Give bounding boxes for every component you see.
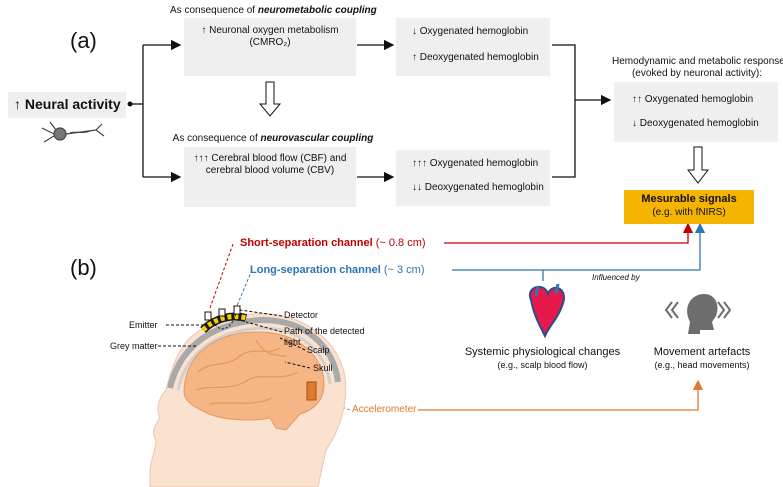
systemic-title: Systemic physiological changes	[464, 346, 621, 358]
neurovascular-line1: ↑↑↑ Cerebral blood flow (CBF) and	[193, 153, 347, 164]
influenced-by-label: Influenced by	[592, 273, 640, 282]
metabolic-result-line1: ↓ Oxygenated hemoglobin	[412, 26, 529, 37]
neurometabolic-box: ↑ Neuronal oxygen metabolism (CMRO₂)	[184, 18, 356, 76]
detector-label: Detector	[284, 310, 319, 320]
short-channel-line	[444, 222, 694, 244]
path-label-1: Path of the detected	[284, 326, 365, 336]
signals-box: Mesurable signals (e.g. with fNIRS)	[624, 190, 754, 224]
movement-title: Movement artefacts	[653, 346, 751, 358]
neural-activity-label: ↑ Neural activity	[14, 96, 121, 112]
head-illustration	[149, 305, 347, 487]
label-leaders	[158, 309, 311, 369]
panel-a-label: (a)	[70, 28, 97, 53]
neurovascular-line2: cerebral blood volume (CBV)	[205, 165, 335, 176]
path-label-2: light	[284, 337, 301, 347]
signals-title: Mesurable signals	[641, 193, 737, 205]
long-channel-label: Long-separation channel (~ 3 cm)	[250, 264, 425, 276]
vascular-result-line1: ↑↑↑ Oxygenated hemoglobin	[412, 158, 539, 169]
response-title-2: (evoked by neuronal activity):	[631, 68, 763, 79]
neural-activity-box: ↑ Neural activity	[8, 92, 126, 118]
branch-connector	[127, 39, 182, 183]
skull-label: Skull	[313, 363, 333, 373]
accelerometer-label: Accelerometer	[352, 404, 417, 415]
neurovascular-caption: As consequence of neurovascular coupling	[172, 133, 374, 144]
short-channel-pointer	[209, 243, 234, 309]
panel-b-label: (b)	[70, 255, 97, 280]
vascular-result-box: ↑↑↑ Oxygenated hemoglobin ↓↓ Deoxygenate…	[396, 150, 550, 206]
neurometabolic-line2: (CMRO₂)	[249, 37, 291, 48]
movement-sub: (e.g., head movements)	[654, 360, 750, 370]
metabolic-result-line2: ↑ Deoxygenated hemoglobin	[412, 52, 539, 63]
head-movement-icon	[664, 294, 732, 334]
merge-connector	[552, 44, 612, 178]
long-channel-pointer	[235, 269, 253, 309]
neurometabolic-line1: ↑ Neuronal oxygen metabolism	[201, 25, 339, 36]
vascular-result-line2: ↓↓ Deoxygenated hemoglobin	[412, 182, 544, 193]
signals-sub: (e.g. with fNIRS)	[652, 207, 726, 218]
grey-matter-label: Grey matter	[110, 341, 158, 351]
scalp-label: Scalp	[307, 345, 330, 355]
metabolic-result-box: ↓ Oxygenated hemoglobin ↑ Deoxygenated h…	[396, 18, 550, 76]
long-channel-line	[452, 222, 706, 281]
response-line2: ↓ Deoxygenated hemoglobin	[632, 118, 759, 129]
systemic-sub: (e.g., scalp blood flow)	[497, 360, 588, 370]
short-channel-label: Short-separation channel (~ 0.8 cm)	[240, 237, 426, 249]
neuron-icon	[41, 121, 105, 143]
response-line1: ↑↑ Oxygenated hemoglobin	[632, 94, 754, 105]
hollow-down-arrow-2	[686, 146, 710, 184]
heart-icon	[528, 283, 565, 339]
neurometabolic-caption: As consequence of neurometabolic couplin…	[170, 5, 377, 16]
response-box: ↑↑ Oxygenated hemoglobin ↓ Deoxygenated …	[614, 82, 778, 142]
hollow-down-arrow	[258, 81, 282, 117]
neurovascular-box: ↑↑↑ Cerebral blood flow (CBF) and cerebr…	[184, 147, 356, 207]
response-title-1: Hemodynamic and metabolic response	[612, 56, 783, 67]
emitter-label: Emitter	[129, 320, 158, 330]
